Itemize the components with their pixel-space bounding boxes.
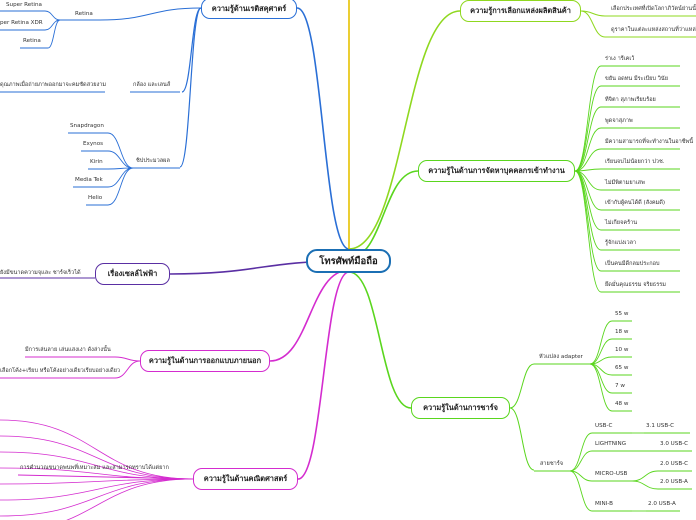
math-note[interactable]: การคำนวณขนาดพนพที่เหมาะสม และสามารถทราบไ…	[20, 465, 169, 471]
battery-note[interactable]: ยังมีขนาดความจุและ ชาร์จเร็วได้	[0, 270, 81, 276]
connector-17	[107, 150, 134, 169]
cable-version[interactable]: 3.1 USB-C	[646, 423, 675, 429]
connector-37	[0, 435, 194, 480]
screen-camera-note[interactable]: ดุณภาพเมื่อถ่ายภาพออกมาจะคมชัดสวยงาม	[0, 82, 107, 88]
connector-2	[269, 269, 350, 362]
charging-label-adapter[interactable]: หัวแปลง adapter	[539, 354, 583, 360]
screen-item-retina[interactable]: Retina	[23, 38, 41, 44]
connector-4	[348, 10, 461, 250]
connector-73	[509, 363, 535, 409]
hr-item[interactable]: เข้ากับผู้คนได้ดี (สังคมดี)	[605, 200, 666, 206]
connector-25	[44, 10, 61, 21]
screen-item-super-retina[interactable]: Super Retina	[6, 2, 42, 8]
cable-version[interactable]: 2.0 USB-A	[648, 501, 676, 507]
connector-10	[99, 7, 202, 21]
adapter-item[interactable]: 7 w	[615, 383, 625, 389]
hr-item[interactable]: ทีจิตา สุภาพเรียบร้อย	[605, 97, 656, 103]
screen-item-super-retina-xdr[interactable]: per Retina XDR	[0, 20, 43, 26]
product-item-1[interactable]: เลือกประเทศที่เปิดโลกาภิวัตน์ย่านนั้น	[611, 6, 696, 12]
screen-label-chipset[interactable]: ชิปประมวลผล	[136, 158, 170, 164]
screen-label-camera[interactable]: กล้อง และเลนส์	[133, 82, 171, 88]
underline-44	[17, 474, 194, 480]
connector-21	[107, 167, 134, 188]
cable-type[interactable]: MINI-B	[595, 501, 613, 507]
design-item-1[interactable]: มีการเล่นลาย เล่นแสงเงา ดังล่างนั้น	[25, 347, 111, 353]
adapter-item[interactable]: 55 w	[615, 311, 629, 317]
hr-item[interactable]: มีความสามารถที่จะทำงานในอาชีพนี้	[605, 139, 694, 145]
chip-item-exynos[interactable]: Exynos	[83, 141, 104, 147]
cable-version[interactable]: 2.0 USB-A	[660, 479, 688, 485]
connector-49	[574, 65, 602, 172]
node-product-source[interactable]: ความรู้การเลือกแหล่งผลิตสินค้า	[460, 0, 581, 22]
node-hr-knowledge[interactable]: ความรู้ในด้านการจัดหาบุคคลกรเข้าทำงาน	[418, 160, 575, 182]
hr-item[interactable]: ยึดมั่นคุณธรรม จริยธรรม	[605, 282, 666, 288]
root-node[interactable]: โทรศัพท์มือถือ	[306, 249, 391, 273]
product-item-2[interactable]: ดูราคาในแต่ละแหล่งสถานที่ว่าแหล่งใหม่ถูก	[611, 27, 696, 33]
node-math-knowledge[interactable]: ความรู้ในด้านคณิตศาสตร์	[193, 468, 298, 490]
hr-item[interactable]: ไม่เกียจคร้าน	[605, 220, 638, 226]
connector-36	[0, 419, 194, 480]
adapter-item[interactable]: 18 w	[615, 329, 629, 335]
chip-item-helio[interactable]: Helio	[88, 195, 103, 201]
connector-91	[569, 450, 593, 472]
connector-32	[114, 356, 141, 362]
connector-42	[0, 478, 194, 517]
chip-item-snapdragon[interactable]: Snapdragon	[70, 123, 104, 129]
hr-item[interactable]: ไม่มีพิตามยาเสพ	[605, 180, 645, 186]
connector-89	[569, 432, 593, 472]
hr-item[interactable]: เรียนจบไม่น้อยกว่า ปวช.	[605, 159, 665, 165]
connector-3	[297, 271, 350, 480]
node-design-knowledge[interactable]: ความรู้ในด้านการออกแบบภายนอก	[140, 350, 270, 372]
hr-item[interactable]: พูดจาสุภาพ	[605, 118, 633, 124]
design-item-2[interactable]: เลือกโค้ง+เรียบ หรือโค้งอย่างเดียวเรียบอ…	[0, 368, 120, 374]
connector-41	[0, 478, 194, 501]
connector-43	[66, 478, 194, 520]
node-screen-knowledge[interactable]: ความรู้ด้านเรติสคุศาตร์	[201, 0, 297, 19]
connector-9	[179, 7, 202, 168]
adapter-item[interactable]: 65 w	[615, 365, 629, 371]
cable-type[interactable]: MICRO-USB	[595, 471, 628, 477]
connector-77	[589, 320, 613, 365]
connector-103	[631, 480, 659, 490]
connector-51	[574, 85, 602, 172]
screen-label-retina[interactable]: Retina	[75, 11, 93, 17]
adapter-item[interactable]: 10 w	[615, 347, 629, 353]
cable-version[interactable]: 3.0 USB-C	[660, 441, 689, 447]
connector-67	[574, 170, 602, 251]
connector-63	[574, 170, 602, 211]
adapter-item[interactable]: 48 w	[615, 401, 629, 407]
connector-74	[509, 407, 535, 471]
hr-item[interactable]: ร่าเง ารีเคเว้	[605, 56, 635, 62]
connector-57	[574, 148, 602, 172]
node-charging-knowledge[interactable]: ความรู้ในด้านการชาร์จ	[411, 397, 510, 419]
connector-5	[348, 170, 419, 259]
connector-69	[574, 170, 602, 272]
connector-40	[0, 478, 194, 485]
connector-15	[107, 132, 134, 169]
connector-55	[574, 127, 602, 172]
chip-item-mediatek[interactable]: Media Tek	[75, 177, 103, 183]
cable-type[interactable]: USB-C	[595, 423, 613, 429]
hr-item[interactable]: รู้จักแบ่งเวลา	[605, 240, 637, 246]
node-battery-knowledge[interactable]: เรื่องเซลล์ไฟฟ้า	[95, 263, 170, 285]
hr-item[interactable]: เป็นคนมีดีกลมประกอบ	[605, 261, 660, 267]
connector-95	[569, 470, 593, 512]
connector-101	[631, 470, 659, 482]
connector-23	[107, 167, 134, 206]
connector-0	[296, 7, 350, 250]
connector-27	[47, 19, 61, 49]
connector-46	[580, 10, 606, 38]
chip-item-kirin[interactable]: Kirin	[90, 159, 103, 165]
connector-81	[589, 356, 613, 365]
connector-87	[589, 363, 613, 412]
cable-type[interactable]: LIGHTNING	[595, 441, 627, 447]
cable-version[interactable]: 2.0 USB-C	[660, 461, 689, 467]
connector-79	[589, 338, 613, 365]
connector-71	[574, 170, 602, 293]
hr-item[interactable]: ขยัน อดทน มีระเบียบ วินัย	[605, 76, 668, 82]
connector-33	[114, 360, 141, 379]
connector-6	[348, 271, 412, 409]
charging-label-cable[interactable]: สายชาร์จ	[540, 461, 564, 467]
